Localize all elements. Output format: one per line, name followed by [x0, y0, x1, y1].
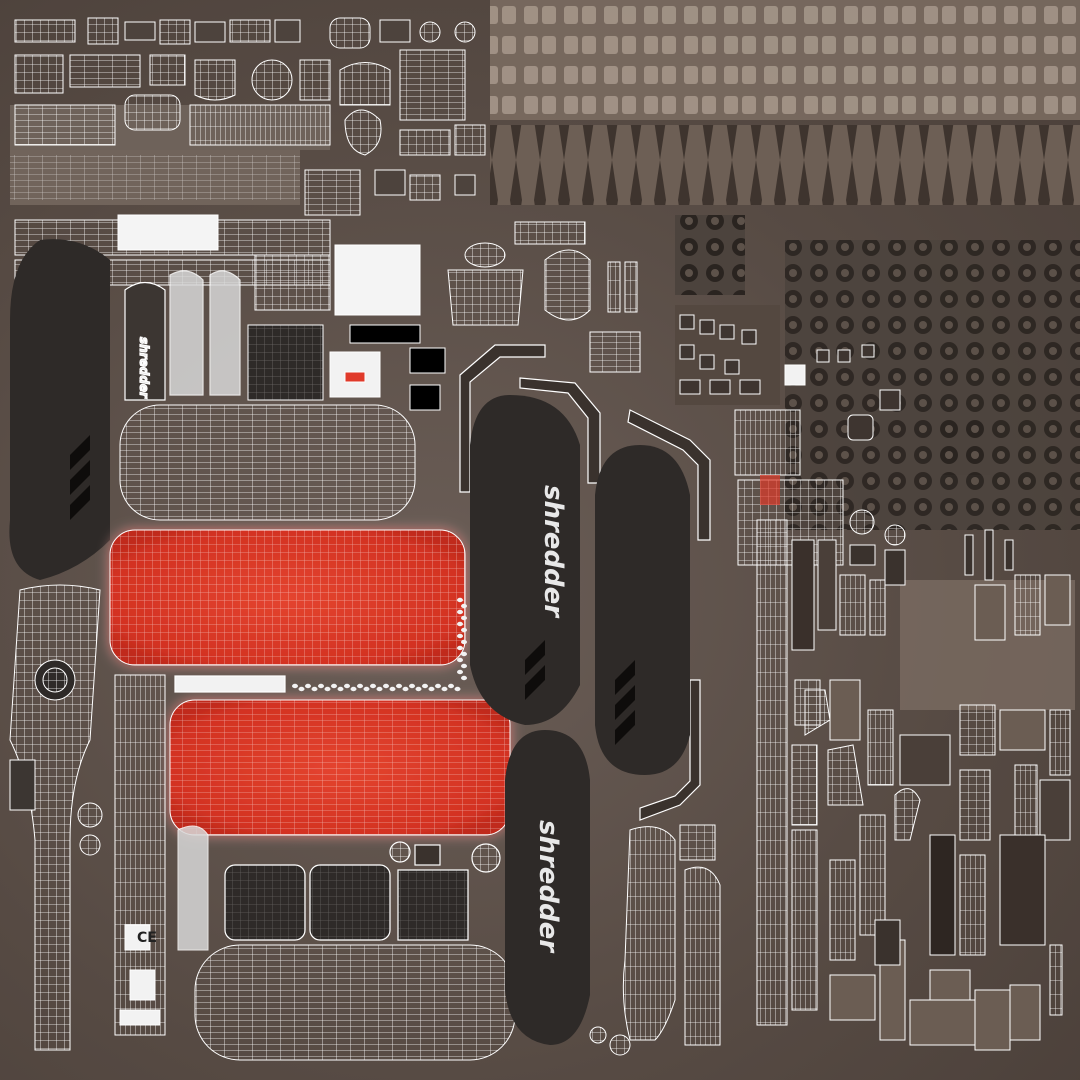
bead-chain-islands	[292, 597, 467, 692]
ce-mark: CE	[137, 930, 157, 946]
bead	[350, 686, 357, 692]
bead	[461, 651, 467, 657]
bead	[337, 686, 344, 692]
bead	[457, 633, 463, 639]
bead	[448, 683, 454, 689]
frame-bar-islands	[174, 344, 711, 821]
bead	[441, 686, 448, 692]
bead	[461, 639, 467, 645]
bead	[396, 683, 402, 689]
bead	[311, 686, 318, 692]
bead	[461, 603, 467, 609]
bead	[402, 686, 409, 692]
bead	[435, 683, 441, 689]
bead	[457, 621, 463, 627]
bead	[461, 615, 467, 621]
handle-stem-islands: CE	[9, 584, 209, 1051]
bead	[457, 669, 463, 675]
bead	[457, 657, 463, 663]
bead	[305, 683, 311, 689]
bead	[415, 686, 422, 692]
bead	[457, 597, 463, 603]
bead	[383, 683, 389, 689]
deck-logo-text-top: shredder	[538, 485, 568, 619]
bead	[318, 683, 324, 689]
lower-block-islands	[224, 841, 501, 941]
deck-shell-islands	[119, 324, 641, 1061]
bead	[298, 686, 305, 692]
bead	[357, 683, 363, 689]
bead	[344, 683, 350, 689]
right-mechanical-islands	[675, 215, 1080, 710]
side-panel-islands: shredder	[124, 270, 241, 401]
bead	[331, 683, 337, 689]
bead	[457, 609, 463, 615]
shredder-deck-boards: shredder shredder	[470, 395, 690, 1045]
vertical-strip-islands	[756, 519, 837, 1026]
bead	[324, 686, 331, 692]
bead	[409, 683, 415, 689]
left-deck-island	[9, 239, 110, 580]
top-left-uv-islands	[14, 17, 638, 326]
bead	[422, 683, 428, 689]
bead	[461, 663, 467, 669]
bead	[461, 627, 467, 633]
bead	[389, 686, 396, 692]
deck-logo-text-bottom: shredder	[533, 820, 563, 954]
leg-islands	[589, 824, 721, 1056]
bead	[376, 686, 383, 692]
top-texture-strips	[10, 0, 1080, 205]
highlighted-islands	[109, 529, 511, 836]
bead	[428, 686, 435, 692]
bead	[461, 675, 467, 681]
bead	[370, 683, 376, 689]
bead	[457, 645, 463, 651]
bead	[292, 683, 298, 689]
panel-logo-text: shredder	[137, 337, 151, 399]
bead	[363, 686, 370, 692]
bead	[454, 686, 461, 692]
right-column-islands	[794, 509, 1071, 1051]
